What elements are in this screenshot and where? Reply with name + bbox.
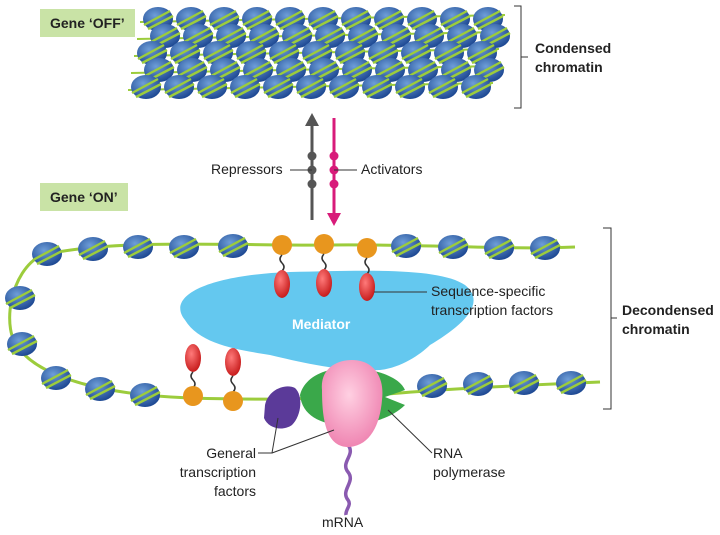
condensed-chromatin-fiber (127, 5, 512, 101)
repressors-label: Repressors (211, 161, 283, 177)
condensed-nucleosome (129, 73, 163, 101)
general-transcription-factors (264, 386, 301, 429)
activator-arrow (327, 118, 357, 226)
mediator (180, 270, 474, 371)
decondensed-label-line2: chromatin (622, 321, 690, 337)
condensed-nucleosome (393, 73, 427, 101)
seq-tf-label-line1: Sequence-specific (431, 283, 546, 299)
general-tf-label-line1: General (206, 445, 256, 461)
condensed-nucleosome (228, 73, 262, 101)
condensed-nucleosome (294, 73, 328, 101)
mrna-strand (344, 443, 352, 516)
condensed-nucleosome (459, 73, 493, 101)
condensed-nucleosome (360, 73, 394, 101)
rna-pol-label-line1: RNA (433, 445, 463, 461)
seq-tf-label-line2: transcription factors (431, 302, 554, 318)
condensed-nucleosome (195, 73, 229, 101)
general-tf-label-line2: transcription (179, 464, 256, 480)
decondensed-bracket (603, 227, 612, 410)
condensed-nucleosome (327, 73, 361, 101)
rna-polymerase-pink (321, 360, 383, 448)
activators-label: Activators (361, 161, 423, 177)
condensed-bracket (514, 5, 522, 109)
general-tf-label-line3: factors (213, 483, 256, 499)
condensed-label-line1: Condensed (535, 40, 612, 56)
sequence-specific-tfs-top (272, 234, 377, 301)
repressor-arrow (290, 113, 319, 220)
condensed-nucleosome (261, 73, 295, 101)
gene-off-tag: Gene ‘OFF’ (40, 9, 135, 37)
mediator-label: Mediator (292, 316, 351, 332)
condensed-label-line2: chromatin (535, 59, 603, 75)
gene-on-tag: Gene ‘ON’ (40, 183, 128, 211)
decondensed-label-line1: Decondensed (622, 302, 714, 318)
sequence-specific-tfs-bottom (183, 344, 243, 411)
condensed-nucleosome (426, 73, 460, 101)
leader-lines (258, 291, 433, 454)
rna-pol-label-line2: polymerase (433, 464, 506, 480)
condensed-nucleosome (162, 73, 196, 101)
mrna-label: mRNA (322, 514, 364, 530)
